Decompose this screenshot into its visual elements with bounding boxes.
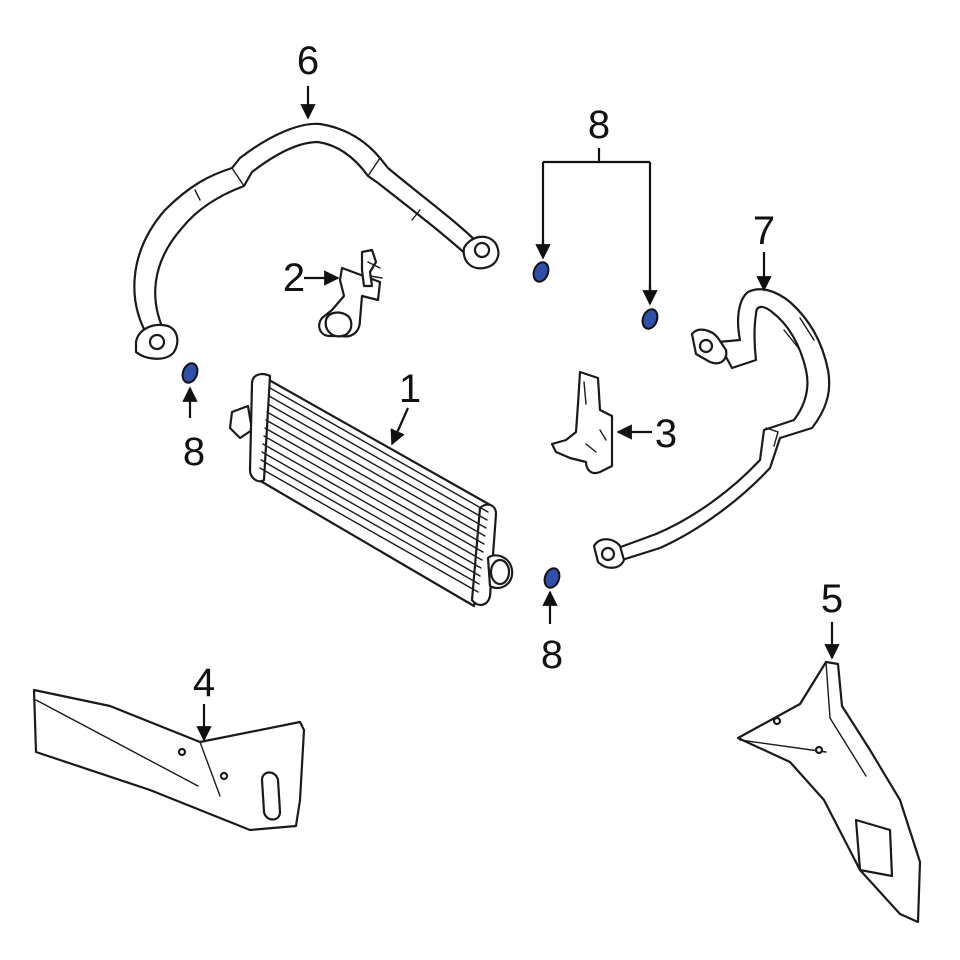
seals-part-8: [181, 261, 659, 589]
callout-5: 5: [821, 577, 843, 621]
seal-ring-left: [181, 362, 199, 384]
hose-lower-part-7: [592, 288, 831, 569]
callout-6: 6: [297, 39, 319, 83]
callout-3: 3: [655, 412, 677, 456]
callout-8-left: 8: [183, 430, 205, 474]
leader-lines: [182, 86, 840, 742]
intercooler-part-1: [228, 373, 514, 608]
callout-7: 7: [753, 209, 775, 253]
seal-ring-bottom: [543, 567, 561, 589]
callout-2: 2: [283, 256, 305, 300]
callout-1: 1: [399, 367, 421, 411]
callout-8-top: 8: [588, 103, 610, 147]
intercooler-fins: [259, 387, 489, 593]
callout-labels: 6 8 7 2 1 3 8 5 8 4: [183, 39, 843, 705]
callout-4: 4: [193, 661, 215, 705]
seal-ring-top-left: [532, 261, 550, 283]
seal-ring-top-right: [641, 308, 659, 330]
leader-8-bracket: [541, 148, 652, 302]
bracket-part-3: [550, 370, 614, 475]
callout-8-bottom: 8: [541, 633, 563, 677]
leader-1: [390, 407, 410, 446]
deflector-part-5: [736, 660, 922, 924]
deflector-part-4: [32, 688, 306, 832]
bracket-part-2: [318, 248, 383, 338]
hose-upper-part-6: [133, 122, 500, 360]
